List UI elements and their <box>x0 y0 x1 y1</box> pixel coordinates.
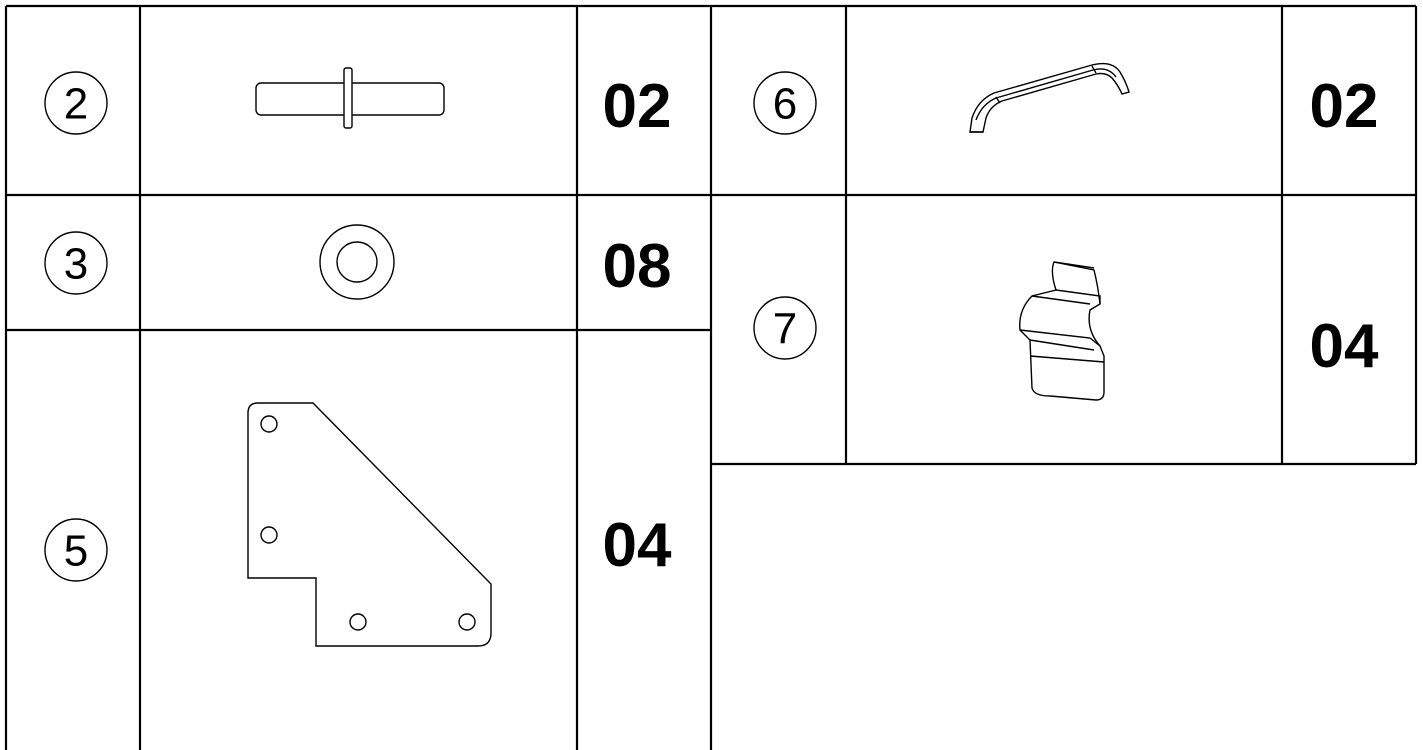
part-number: 5 <box>64 527 88 576</box>
part-number: 7 <box>773 305 797 354</box>
part-number: 3 <box>64 240 88 289</box>
part-number-badge: 6 <box>753 71 817 135</box>
quantity: 04 <box>603 511 672 580</box>
part-number: 6 <box>773 80 797 129</box>
bracket-clip-icon <box>1019 261 1105 401</box>
left-table-grid <box>4 4 713 750</box>
part-number-badge: 7 <box>753 296 817 360</box>
corner-plate-icon <box>247 402 492 647</box>
right-table-grid <box>711 4 1418 466</box>
quantity: 02 <box>603 72 672 141</box>
washer-icon <box>319 224 395 300</box>
handle-icon <box>969 62 1130 133</box>
pin-icon <box>255 67 445 129</box>
quantity: 02 <box>1310 72 1379 141</box>
part-row-2: 2 02 <box>44 67 672 141</box>
part-number-badge: 5 <box>44 518 108 582</box>
part-number: 2 <box>64 80 88 129</box>
part-number-badge: 2 <box>44 71 108 135</box>
part-number-badge: 3 <box>44 231 108 295</box>
part-row-7: 7 04 <box>753 261 1379 401</box>
part-row-5: 5 04 <box>44 402 672 647</box>
part-row-3: 3 08 <box>44 224 672 301</box>
quantity: 08 <box>603 232 672 301</box>
part-row-6: 6 02 <box>753 62 1379 141</box>
quantity: 04 <box>1310 312 1379 381</box>
